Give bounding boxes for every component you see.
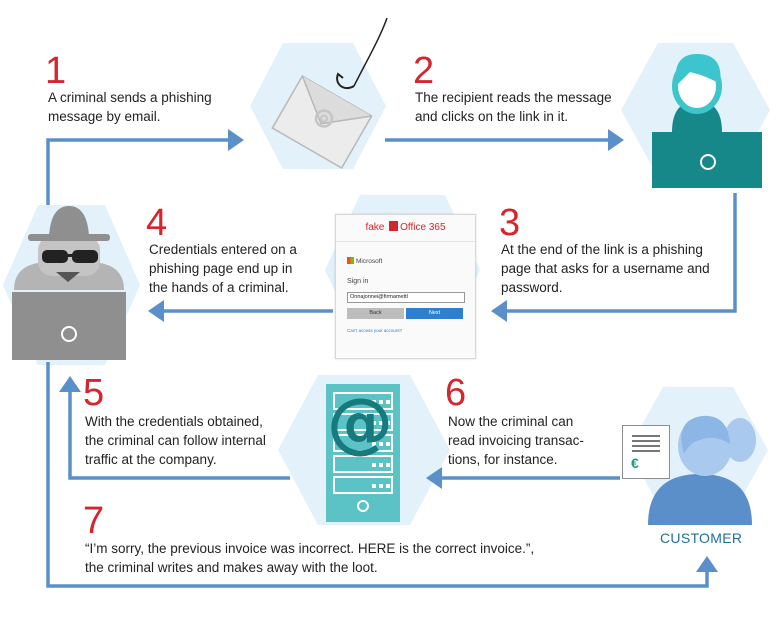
microsoft-logo-icon: [347, 257, 354, 264]
server-at-symbol: @: [327, 384, 393, 461]
username-input[interactable]: Onnajonnei@firmamettl: [347, 292, 465, 303]
invoice-document-icon: €: [622, 425, 670, 479]
office-brand-label: Office 365: [400, 222, 446, 233]
step-4-text: Credentials entered on a phishing page e…: [149, 242, 297, 295]
step-2-number: 2: [413, 50, 435, 92]
step-2-text: The recipient reads the message and clic…: [415, 90, 612, 124]
step-3-text: At the end of the link is a phishing pag…: [501, 242, 710, 295]
fake-label: fake: [365, 222, 385, 233]
step-5-text: With the credentials obtained, the crimi…: [85, 414, 266, 467]
arrow-heads: [59, 129, 718, 572]
fishing-hook: [336, 72, 355, 90]
invoice-line: [632, 435, 660, 437]
arrow-head: [228, 129, 244, 151]
arrow-server-to-criminal: [68, 390, 290, 480]
arrow-criminal-to-customer: [46, 362, 709, 588]
fishing-line: [353, 17, 388, 87]
criminal-icon: [12, 206, 126, 360]
invoice-line: [632, 440, 660, 442]
flow-arrows: [46, 138, 737, 588]
arrow-head: [608, 129, 624, 151]
step-7-text: “I’m sorry, the previous invoice was inc…: [85, 541, 535, 575]
microsoft-brand: Microsoft: [347, 257, 382, 265]
invoice-line: [632, 450, 660, 452]
cant-access-link[interactable]: Can't access your account?: [347, 328, 403, 333]
phishing-email-icon: [271, 17, 388, 170]
recipient-person-icon: [652, 54, 762, 188]
customer-label: CUSTOMER: [660, 530, 743, 546]
euro-icon: €: [631, 455, 639, 471]
step-4-number: 4: [146, 202, 168, 244]
office-logo-icon: [389, 221, 399, 231]
arrow-recipient-to-login: [505, 193, 737, 313]
step-1-number: 1: [45, 50, 67, 92]
customer-icon: [648, 415, 756, 525]
step-6-text: Now the criminal can read invoicing tran…: [448, 414, 584, 467]
fake-login-header: fake Office 365: [336, 215, 475, 242]
server-icon: @: [326, 384, 400, 522]
invoice-line: [632, 445, 660, 447]
next-button[interactable]: Next: [406, 308, 463, 319]
microsoft-label: Microsoft: [356, 258, 383, 265]
arrow-head: [59, 376, 81, 392]
step-5-number: 5: [83, 372, 105, 414]
arrow-head: [148, 300, 164, 322]
step-6-number: 6: [445, 372, 467, 414]
arrow-1-to-email: [46, 138, 228, 205]
fake-login-page: fake Office 365 Microsoft Sign in Onnajo…: [335, 214, 476, 359]
step-1-text: A criminal sends a phishing message by e…: [48, 90, 212, 124]
back-button[interactable]: Back: [347, 308, 404, 319]
arrow-head: [491, 300, 507, 322]
arrow-head: [426, 467, 442, 489]
sign-in-heading: Sign in: [347, 278, 369, 285]
step-7-number: 7: [83, 500, 105, 542]
arrow-head: [696, 556, 718, 572]
step-3-number: 3: [499, 202, 521, 244]
